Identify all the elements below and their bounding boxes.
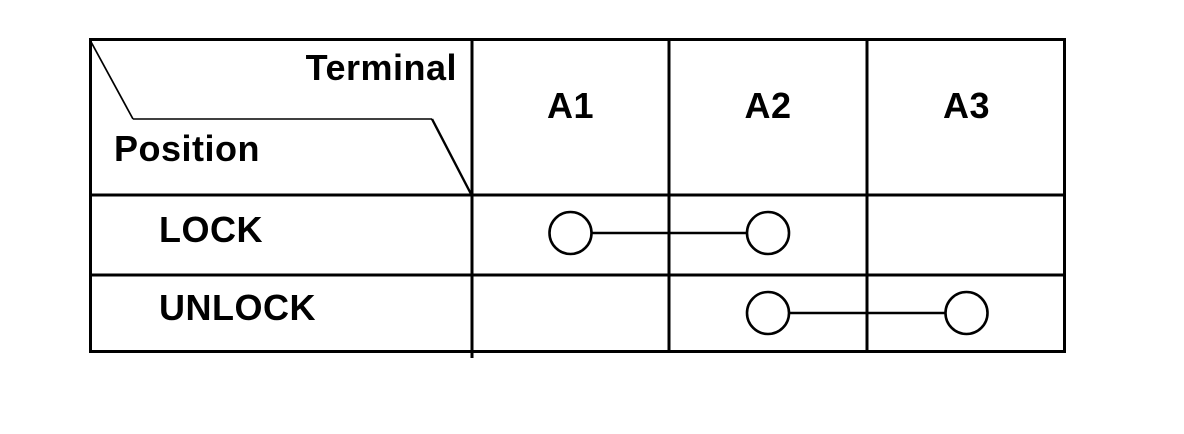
terminal-circle <box>745 210 791 256</box>
terminal-circle <box>944 290 989 336</box>
header-position-label: Position <box>114 128 260 169</box>
column-header-a3: A3 <box>942 85 991 126</box>
row-label-lock: LOCK <box>159 209 263 250</box>
terminal-circle <box>745 290 791 336</box>
terminal-circle <box>548 210 593 256</box>
corner-diagonal-lower <box>430 118 473 195</box>
column-header-a1: A1 <box>546 85 595 126</box>
header-terminal-label: Terminal <box>305 47 457 88</box>
row-label-unlock: UNLOCK <box>159 287 316 328</box>
column-header-a2: A2 <box>744 85 792 126</box>
connection-layer <box>548 210 989 336</box>
corner-diagonal-upper <box>89 39 134 120</box>
